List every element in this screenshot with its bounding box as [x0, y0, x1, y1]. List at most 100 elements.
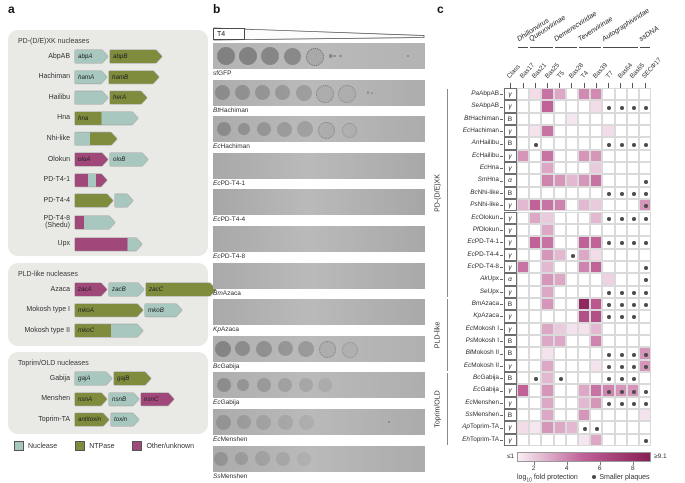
heatmap-cell: [614, 322, 627, 335]
heatmap-cell: [578, 260, 591, 274]
gene-label: mkoB: [148, 306, 164, 314]
legend-swatch: [14, 441, 24, 451]
gene-arrow: zacA: [75, 283, 107, 296]
heatmap-cell: [529, 162, 542, 175]
row-tick: [500, 180, 503, 182]
heatmap-cell: [541, 421, 554, 434]
heatmap-cell: [626, 421, 639, 434]
heatmap-cell: [553, 162, 566, 175]
gene-label: zacA: [78, 286, 92, 293]
panel-a-label: a: [8, 2, 15, 16]
legend-label: Nuclease: [28, 442, 58, 450]
heatmap-cell: [626, 186, 639, 200]
smaller-plaques-dot: [607, 303, 612, 308]
column-tick: [509, 83, 511, 88]
heatmap-cell: [614, 347, 627, 360]
heatmap-cell: [626, 162, 639, 175]
heatmap-cell: [529, 322, 542, 335]
plaque-strip-label: EcMenshen: [213, 436, 248, 443]
heatmap-cell: [553, 88, 566, 101]
heatmap-cell: [602, 297, 615, 311]
heatmap-cell: [602, 372, 615, 385]
heatmap-cell: [590, 372, 603, 385]
legend-item: Nuclease: [14, 441, 57, 451]
heatmap-cell: [553, 372, 566, 385]
legend-label: Other/unknown: [146, 442, 194, 450]
gene-arrow-wrap: zacA: [75, 283, 107, 296]
heatmap-cell: [578, 347, 591, 360]
heatmap-cell: [565, 199, 578, 212]
heatmap-cell: [529, 199, 542, 212]
gene-label: mkoC: [78, 327, 95, 335]
heatmap-cell: [578, 359, 591, 373]
heatmap-row-label: EcOlokun: [471, 213, 499, 221]
heatmap-cell: [639, 112, 652, 126]
heatmap-cell: [517, 174, 530, 187]
heatmap-cell: [614, 199, 627, 212]
system-row: PD-T4-4: [18, 194, 200, 207]
column-tick: [559, 83, 561, 88]
heatmap-cell: [529, 174, 542, 187]
heatmap-cell: [529, 372, 542, 385]
heatmap-cell: [553, 322, 566, 335]
system-name: Azaca: [50, 285, 70, 293]
smaller-plaques-dot: [619, 241, 624, 246]
smaller-plaques-dot: [619, 303, 624, 308]
row-tick: [500, 106, 503, 108]
smaller-plaques-dot: [619, 401, 624, 406]
heatmap-cell: [553, 273, 566, 286]
heatmap-cell: [590, 335, 603, 348]
heatmap-cell: [602, 359, 615, 373]
heatmap-cell: [565, 149, 578, 163]
plaque-strip-label: EcPD-T4-4: [213, 216, 246, 224]
heatmap-cell: [541, 322, 554, 335]
heatmap-cell: [553, 149, 566, 163]
heatmap-cell: [578, 125, 591, 138]
heatmap-row-label: KpAzaca: [473, 312, 499, 320]
plaque-strip: [213, 43, 425, 69]
gene-arrow: [115, 194, 133, 207]
colorbar-max-label: ≥9.1: [654, 453, 667, 460]
plaque-spot: [296, 84, 313, 101]
gene-label: hamB: [112, 73, 129, 81]
heatmap-cell: [529, 409, 542, 422]
smaller-plaques-dot: [607, 364, 612, 369]
heatmap-cell: [639, 211, 652, 224]
plaque-spot: [256, 122, 271, 137]
heatmap-cell: [541, 199, 554, 212]
gene-arrow-wrap: hamB: [109, 71, 159, 84]
pld-title: PLD-like nucleases: [18, 271, 78, 278]
plaque-strip: [213, 445, 425, 472]
heatmap-cell: [590, 310, 603, 323]
row-tick: [500, 439, 503, 441]
phage-column-label: T4: [579, 69, 591, 80]
heatmap-cell: [590, 125, 603, 138]
heatmap-cell: [541, 297, 554, 311]
system-group-label: PLD-like: [434, 321, 442, 349]
heatmap-row-label: ApToprim-TA: [462, 423, 499, 431]
heatmap-cell: [541, 211, 554, 224]
heatmap-cell: [529, 236, 542, 249]
heatmap-cell: [626, 100, 639, 113]
plaque-spot: [276, 121, 292, 137]
smaller-plaques-dot: [619, 290, 624, 295]
row-tick: [500, 242, 503, 244]
plaque-spot: [236, 415, 251, 429]
plaque-strip: [213, 152, 425, 179]
plaque-strip-label: EcPD-T4-1: [213, 179, 246, 187]
heatmap-cell: [565, 211, 578, 224]
heatmap-row-label: PsMokosh I: [465, 337, 499, 344]
gene-label: oloB: [113, 155, 126, 163]
heatmap-cell: [565, 112, 578, 126]
heatmap-cell: [578, 285, 591, 298]
heatmap-cell: [529, 211, 542, 224]
heatmap-cell: [578, 88, 591, 101]
class-cell: γ: [503, 125, 517, 138]
gene-label: zacB: [112, 286, 126, 293]
gene-arrow: zacB: [109, 283, 144, 296]
heatmap-cell: [565, 310, 578, 323]
